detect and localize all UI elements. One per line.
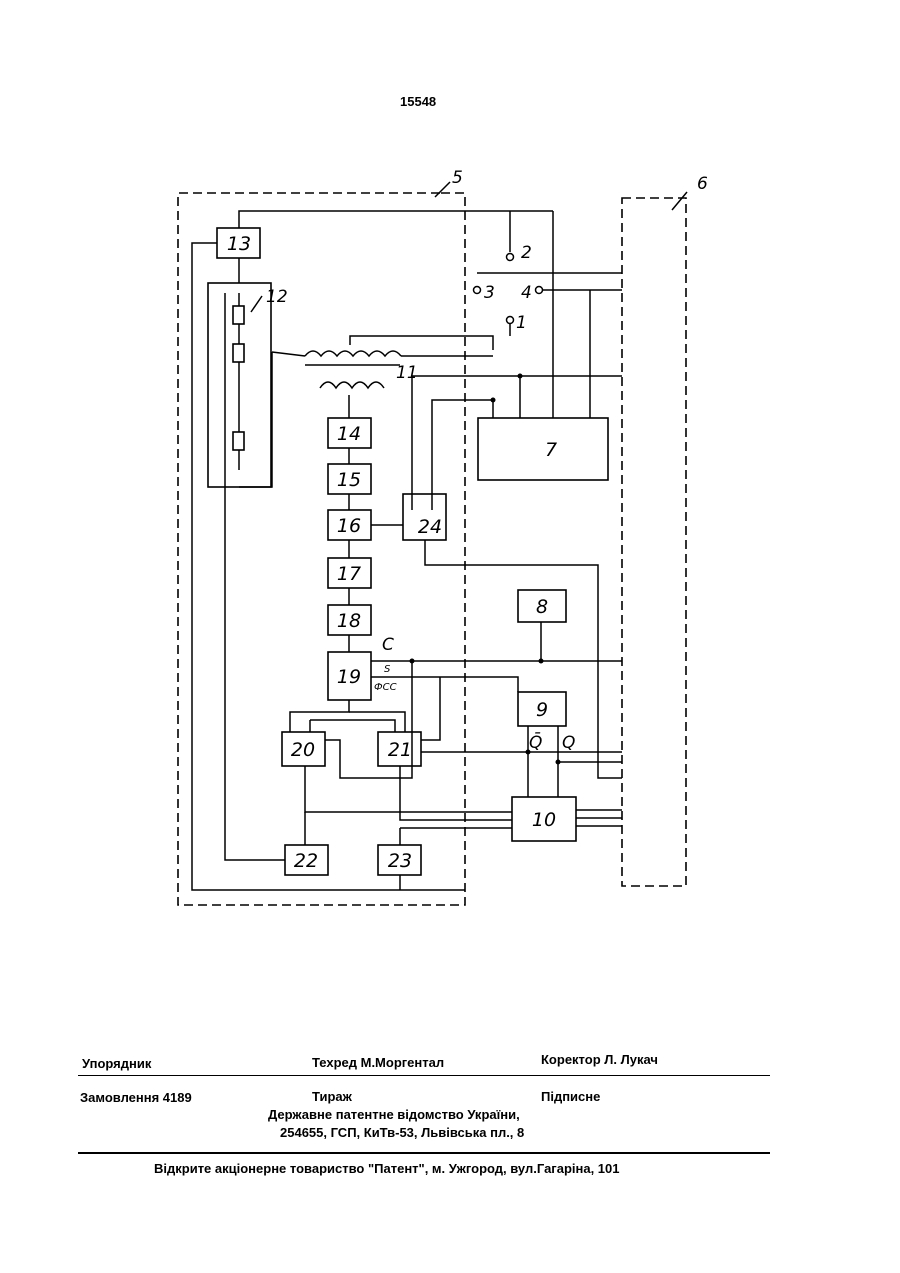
footer-divider-bottom [78,1152,770,1154]
signal-qbar-label: Q̄ [529,731,542,753]
signal-q-label: Q [562,733,575,753]
compiler-label: Упорядник [82,1056,151,1071]
block-16-label: 16 [337,515,361,537]
block-10-label: 10 [532,809,556,831]
block-diagram: 5 6 13 12 11 14 15 16 17 18 19 C S ФСС 2… [0,0,900,1000]
office-line-1: Державне патентне відомство України, [268,1107,520,1122]
publisher-line: Відкрите акціонерне товариство "Патент",… [154,1161,620,1176]
techred-label: Техред М.Моргентал [312,1055,444,1070]
signal-occ-label: ФСС [374,682,397,693]
order-label: Замовлення 4189 [80,1090,192,1105]
block-7 [478,418,608,480]
unit-5-label: 5 [452,168,463,188]
corrector-label: Коректор Л. Лукач [541,1052,658,1067]
block-9-label: 9 [536,699,548,721]
block-22-label: 22 [294,850,318,872]
block-8-label: 8 [536,596,548,618]
block-20-label: 20 [291,739,315,761]
terminal-4-label: 4 [521,283,532,303]
block-17-label: 17 [337,563,361,585]
terminal-2-label: 2 [521,243,532,263]
circulation-label: Тираж [312,1089,352,1104]
block-23-label: 23 [388,850,412,872]
block-14-label: 14 [337,423,361,445]
block-13-label: 13 [227,233,251,255]
footer-divider-top [78,1075,770,1076]
signal-s-label: S [384,664,391,675]
subscription-label: Підписне [541,1089,600,1104]
office-line-2: 254655, ГСП, КиТв-53, Львівська пл., 8 [280,1125,524,1140]
block-19-label: 19 [337,666,361,688]
block-18-label: 18 [337,610,361,632]
block-24-label: 24 [418,516,442,538]
block-12-label: 12 [266,287,288,307]
block-21-label: 21 [388,739,412,761]
unit-11-label: 11 [396,363,418,383]
block-7-label: 7 [545,439,557,461]
terminal-1-label: 1 [516,313,527,333]
signal-c-label: C [382,635,394,655]
block-15-label: 15 [337,469,361,491]
terminal-3-label: 3 [484,283,495,303]
unit-6-boundary [622,198,686,886]
unit-6-label: 6 [697,174,708,194]
